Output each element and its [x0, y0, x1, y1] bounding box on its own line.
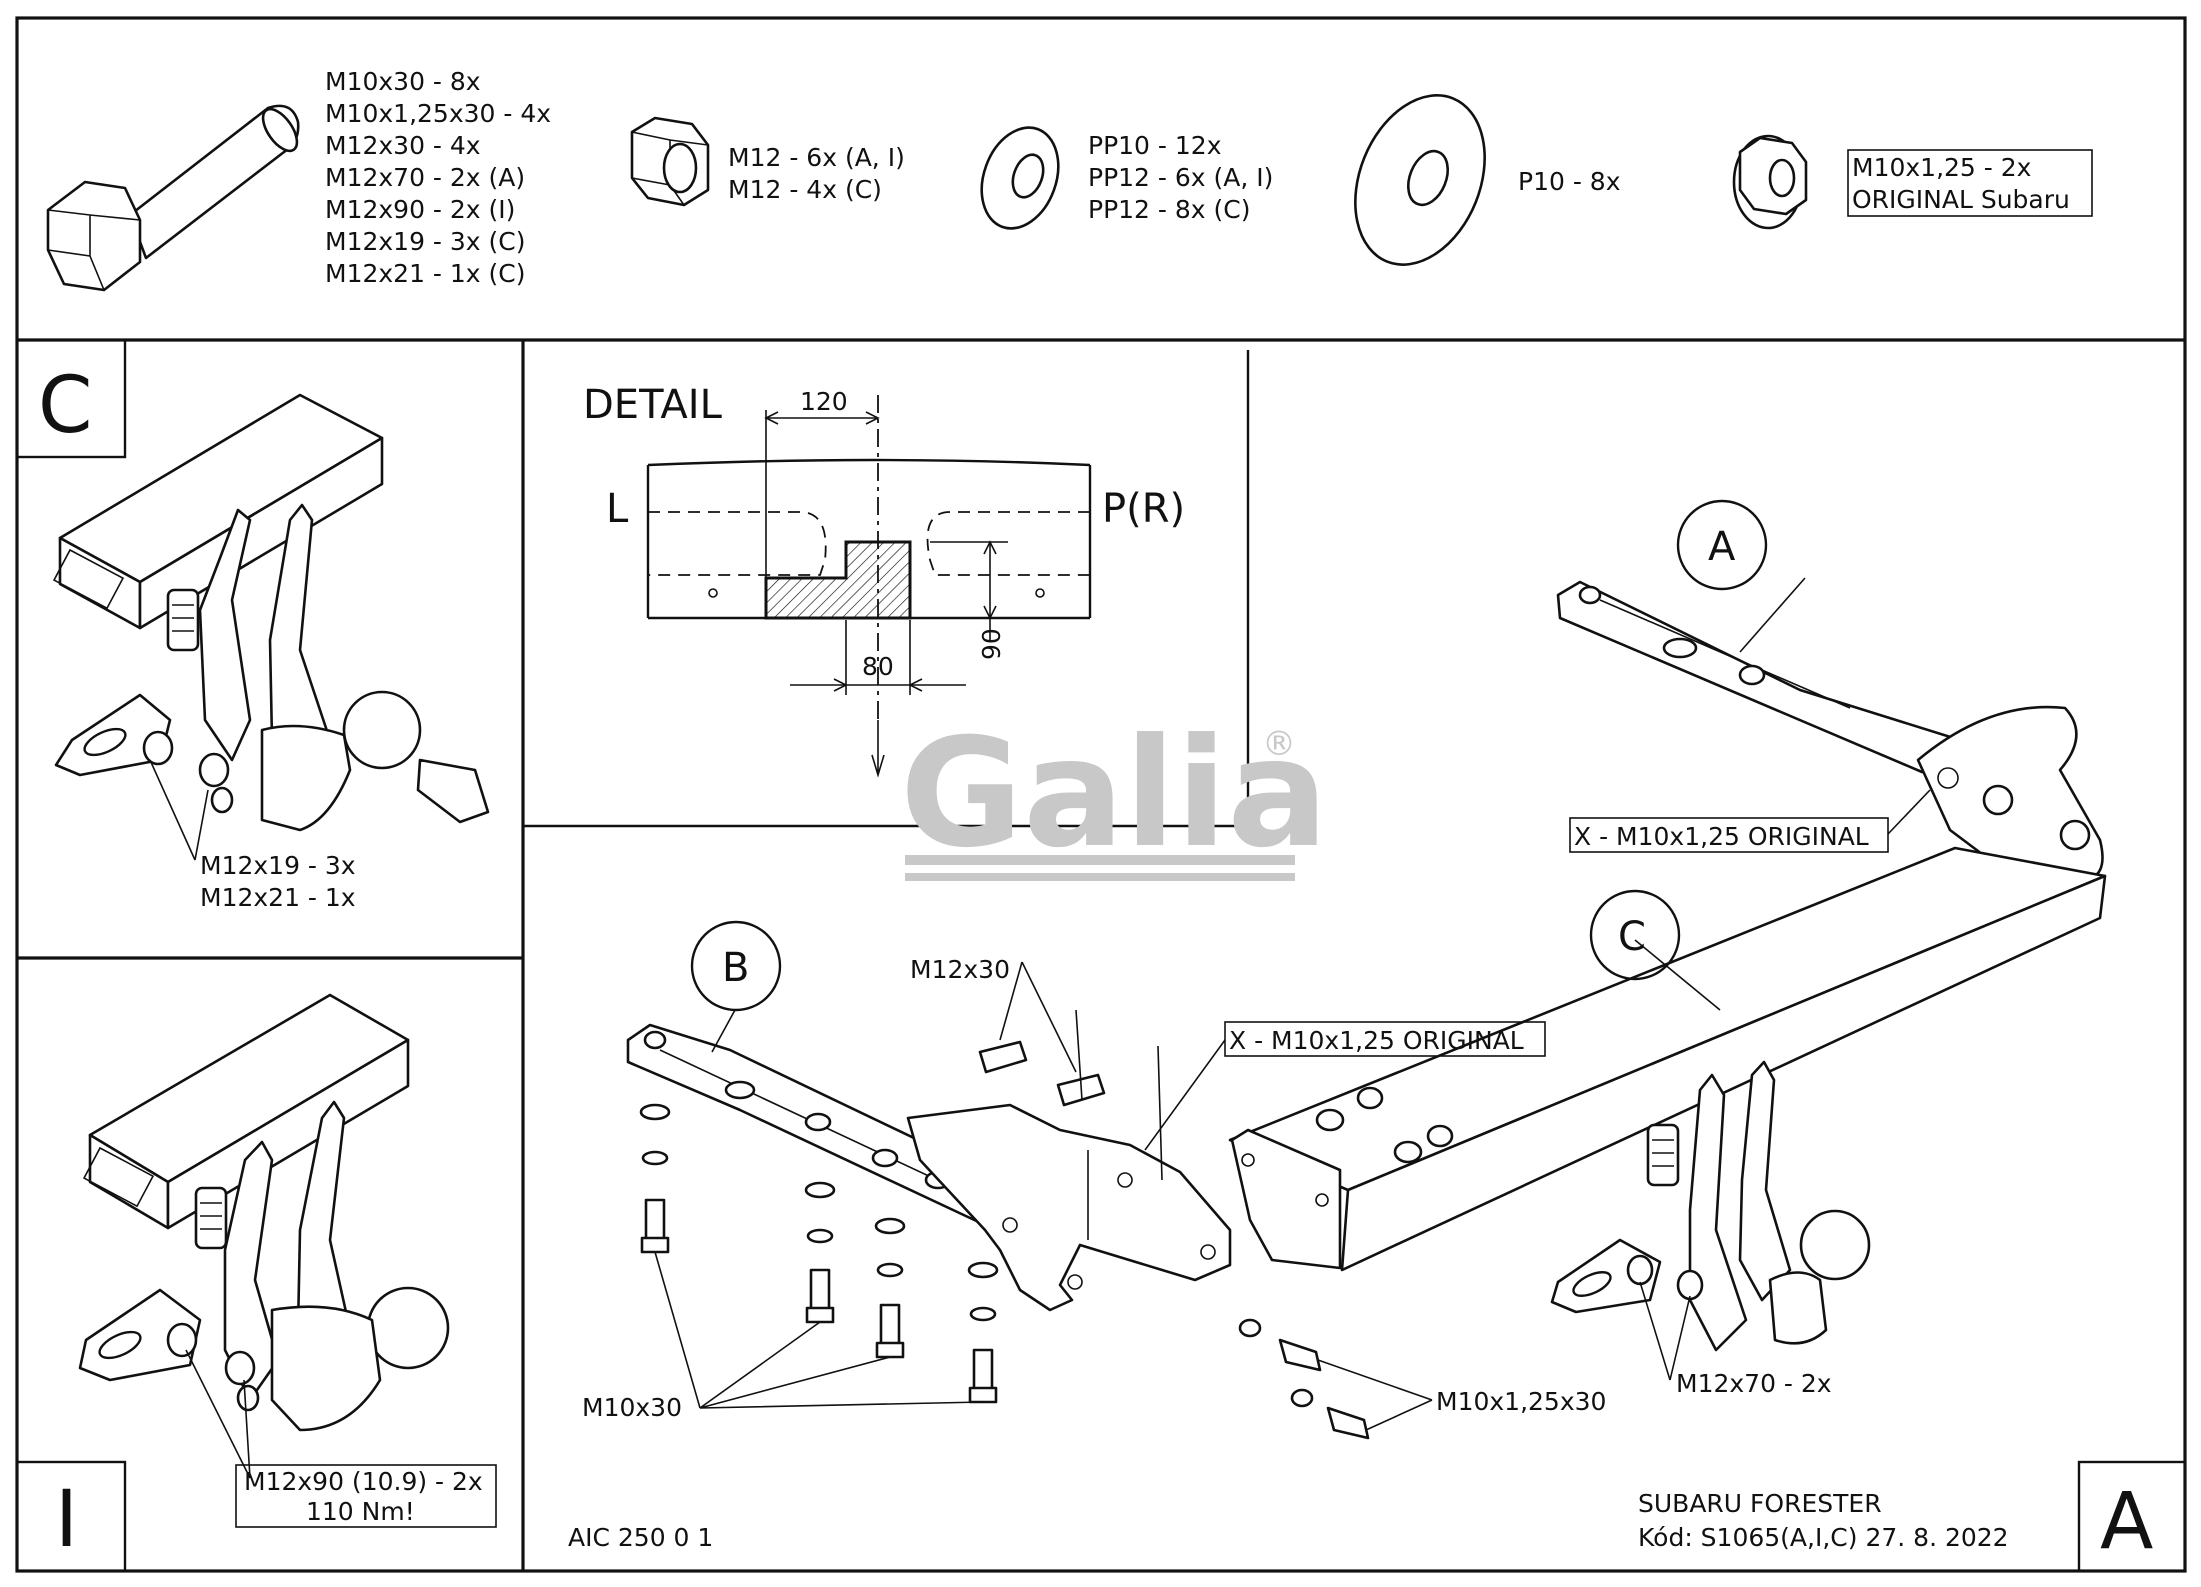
panel-letter: I [55, 1475, 78, 1565]
washer-spec: PP10 - 12x [1088, 131, 1221, 160]
label-m10x125x30: M10x1,25x30 [1436, 1387, 1606, 1416]
main-assembly: A X - M10x1,25 ORIGINAL C M12x70 - 2x [582, 499, 2107, 1440]
dim-120: 120 [800, 387, 848, 416]
galia-watermark: Galia ® [900, 707, 1328, 881]
detail-title: DETAIL [583, 382, 723, 428]
dim-80: 80 [862, 652, 894, 681]
bolt-spec: M12x19 - 3x (C) [325, 227, 526, 256]
washer-spec: PP12 - 6x (A, I) [1088, 163, 1273, 192]
washer-spec: PP12 - 8x (C) [1088, 195, 1251, 224]
drawing-code: AIC 250 0 1 [568, 1523, 713, 1552]
hardware-row: M10x30 - 8x M10x1,25x30 - 4x M12x30 - 4x… [46, 67, 2093, 292]
bolt-spec: M10x30 - 8x [325, 67, 481, 96]
callout-x-top: X - M10x1,25 ORIGINAL [1574, 822, 1869, 851]
dim-90: 90 [977, 628, 1006, 660]
spring-washer-icon [980, 126, 1060, 230]
watermark-registered: ® [1262, 724, 1296, 764]
panel-c-callout: M12x19 - 3x [200, 851, 356, 880]
circle-label-a: A [1708, 524, 1736, 570]
bolt-spec: M12x21 - 1x (C) [325, 259, 526, 288]
flange-nut-icon [1732, 134, 1808, 230]
footer: AIC 250 0 1 SUBARU FORESTER Kód: S1065(A… [568, 1477, 2153, 1567]
panel-letter: C [38, 361, 92, 451]
bolt-spec: M10x1,25x30 - 4x [325, 99, 551, 128]
drawing-frames [15, 16, 2187, 1573]
nut-spec: M12 - 4x (C) [728, 175, 882, 204]
bolt-spec: M12x70 - 2x (A) [325, 163, 525, 192]
flat-washer-spec: P10 - 8x [1518, 167, 1621, 196]
panel-i-callout: M12x90 (10.9) - 2x [244, 1467, 483, 1496]
label-m12x70: M12x70 - 2x [1676, 1369, 1832, 1398]
circle-label-c: C [1618, 914, 1646, 960]
circle-label-b: B [722, 945, 749, 991]
bolt-spec: M12x90 - 2x (I) [325, 195, 515, 224]
original-nut-spec: M10x1,25 - 2x [1852, 153, 2031, 182]
detail-left-label: L [606, 486, 629, 532]
panel-i: I M12x90 (10.9) - 2x 110 Nm! [55, 993, 497, 1565]
flat-washer-icon [1354, 94, 1486, 266]
detail-right-label: P(R) [1102, 486, 1185, 532]
detail-view: DETAIL L P(R) 120 80 [583, 382, 1185, 778]
nut-spec: M12 - 6x (A, I) [728, 143, 905, 172]
panel-c: C M12x19 - 3x M12x21 - 1x [38, 361, 490, 912]
bolt-spec: M12x30 - 4x [325, 131, 481, 160]
vehicle-name: SUBARU FORESTER [1638, 1489, 1882, 1518]
panel-c-callout: M12x21 - 1x [200, 883, 356, 912]
label-m12x30: M12x30 [910, 955, 1010, 984]
original-nut-spec: ORIGINAL Subaru [1852, 185, 2070, 214]
hex-nut-icon [630, 116, 710, 207]
watermark-logo: Galia [900, 707, 1328, 881]
panel-i-callout: 110 Nm! [306, 1497, 415, 1526]
bolt-icon [46, 104, 300, 292]
label-m10x30: M10x30 [582, 1393, 682, 1422]
m10x30-stack [639, 1103, 999, 1404]
type-letter: A [2100, 1477, 2153, 1567]
kod-line: Kód: S1065(A,I,C) 27. 8. 2022 [1638, 1523, 2009, 1552]
callout-x-mid: X - M10x1,25 ORIGINAL [1229, 1026, 1524, 1055]
